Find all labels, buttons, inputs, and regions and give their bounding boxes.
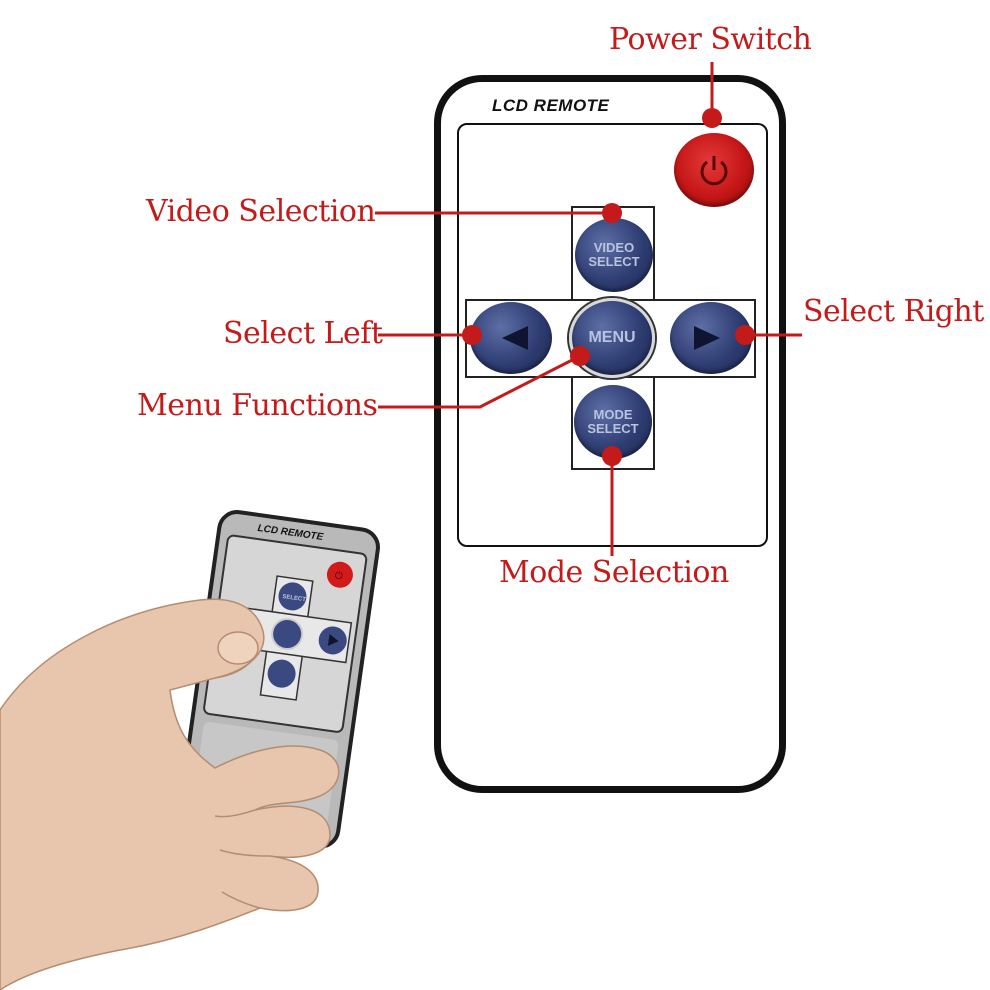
small-video-button bbox=[278, 582, 307, 611]
mode-select-button[interactable]: MODE SELECT bbox=[574, 385, 652, 459]
power-callout-dot bbox=[702, 108, 722, 128]
video-select-button[interactable]: VIDEO SELECT bbox=[575, 218, 653, 292]
menu-callout-dot bbox=[570, 346, 590, 366]
menu-label: MENU bbox=[588, 329, 636, 346]
menu-functions-label: Menu Functions bbox=[137, 388, 378, 423]
hand-with-remote: LCD REMOTE ⏻ SELECT bbox=[0, 510, 380, 990]
right-callout-dot bbox=[735, 325, 755, 345]
small-power-button bbox=[326, 561, 353, 588]
video-select-label: VIDEO SELECT bbox=[588, 240, 640, 269]
video-callout-dot bbox=[602, 203, 622, 223]
arrow-left-icon bbox=[502, 326, 528, 350]
power-icon bbox=[700, 156, 728, 186]
mode-selection-label: Mode Selection bbox=[499, 555, 729, 590]
left-callout-dot bbox=[462, 325, 482, 345]
menu-callout-line bbox=[378, 354, 581, 409]
small-select-text: SELECT bbox=[282, 594, 307, 603]
mode-callout-dot bbox=[602, 446, 622, 466]
power-button[interactable] bbox=[674, 133, 754, 207]
video-selection-label: Video Selection bbox=[146, 194, 376, 229]
remote-title: LCD REMOTE bbox=[492, 96, 610, 115]
select-right-label: Select Right bbox=[803, 294, 984, 329]
hand bbox=[0, 598, 340, 990]
thumb-nail bbox=[217, 631, 259, 665]
select-left-label: Select Left bbox=[223, 316, 383, 351]
small-power-icon: ⏻ bbox=[334, 570, 343, 582]
select-left-button[interactable] bbox=[470, 302, 552, 374]
arrow-right-icon bbox=[694, 326, 720, 350]
small-right-arrow-icon bbox=[327, 633, 339, 646]
mode-select-label: MODE SELECT bbox=[587, 407, 639, 436]
power-switch-label: Power Switch bbox=[609, 22, 812, 57]
